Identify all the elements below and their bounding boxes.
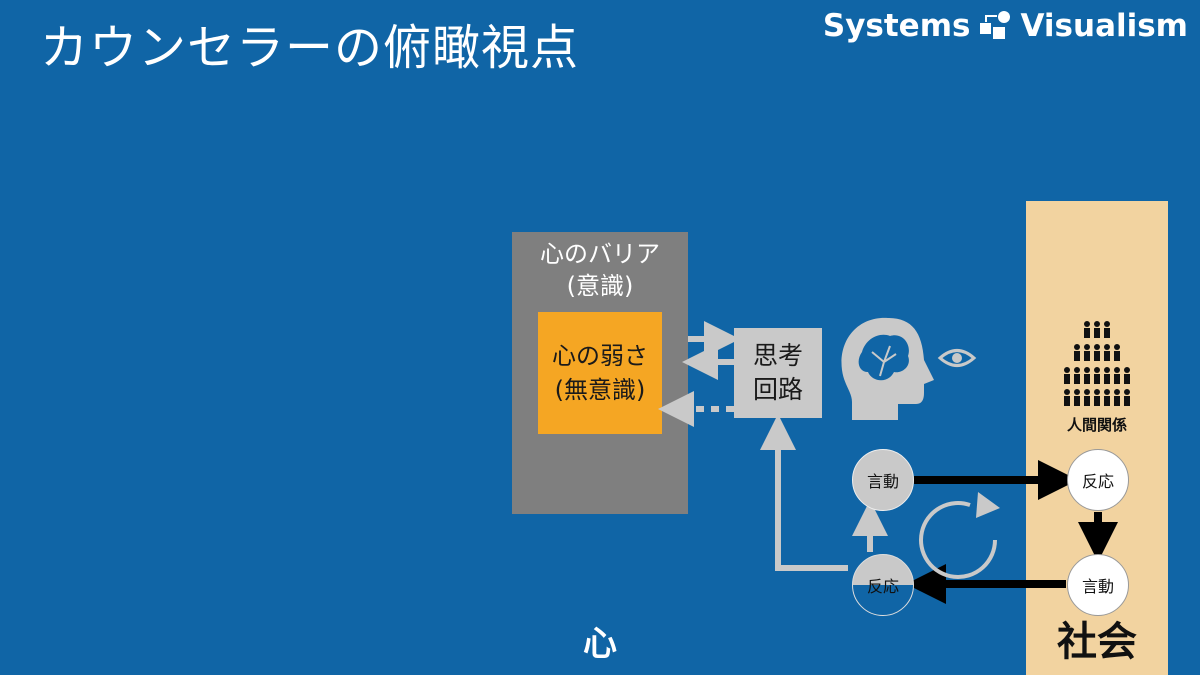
- self-words-circle: 言動: [852, 449, 914, 511]
- cycle-icon: [919, 492, 1000, 579]
- barrier-label: 心のバリア (意識): [512, 238, 688, 302]
- barrier-label-line1: 心のバリア: [540, 240, 660, 268]
- weakness-line1: 心の弱さ: [552, 342, 648, 370]
- people-label: 人間関係: [1066, 416, 1127, 434]
- eye-icon: [937, 349, 977, 367]
- thought-line1: 思考: [752, 341, 803, 370]
- brand-left: Systems: [822, 8, 971, 44]
- society-label: 社会: [1057, 619, 1137, 665]
- brain-head-icon: [841, 317, 934, 420]
- crowd-icon: [1064, 321, 1130, 406]
- other-reaction-circle: 反応: [1067, 449, 1129, 511]
- barrier-label-line2: (意識): [566, 272, 634, 300]
- other-reaction-label: 反応: [1081, 472, 1114, 491]
- self-reaction-circle: 反応: [852, 554, 914, 616]
- heart-weakness-box: 心の弱さ (無意識): [538, 312, 662, 434]
- logo-icon: [980, 11, 1011, 39]
- self-reaction-label: 反応: [866, 577, 899, 596]
- self-words-label: 言動: [866, 472, 899, 491]
- other-words-circle: 言動: [1067, 554, 1129, 616]
- weakness-line2: (無意識): [554, 376, 646, 404]
- page-title: カウンセラーの俯瞰視点: [40, 20, 580, 76]
- thought-line2: 回路: [752, 375, 803, 404]
- brand-logo-text: Systems Visualism: [823, 8, 1188, 44]
- brand-right: Visualism: [1020, 8, 1188, 44]
- other-words-label: 言動: [1081, 577, 1114, 596]
- arrow-reaction-to-thought: [760, 414, 848, 571]
- thought-circuit-box: 思考 回路: [734, 328, 822, 418]
- arrow-thought-to-reaction: [784, 434, 842, 564]
- heart-label: 心: [583, 624, 617, 664]
